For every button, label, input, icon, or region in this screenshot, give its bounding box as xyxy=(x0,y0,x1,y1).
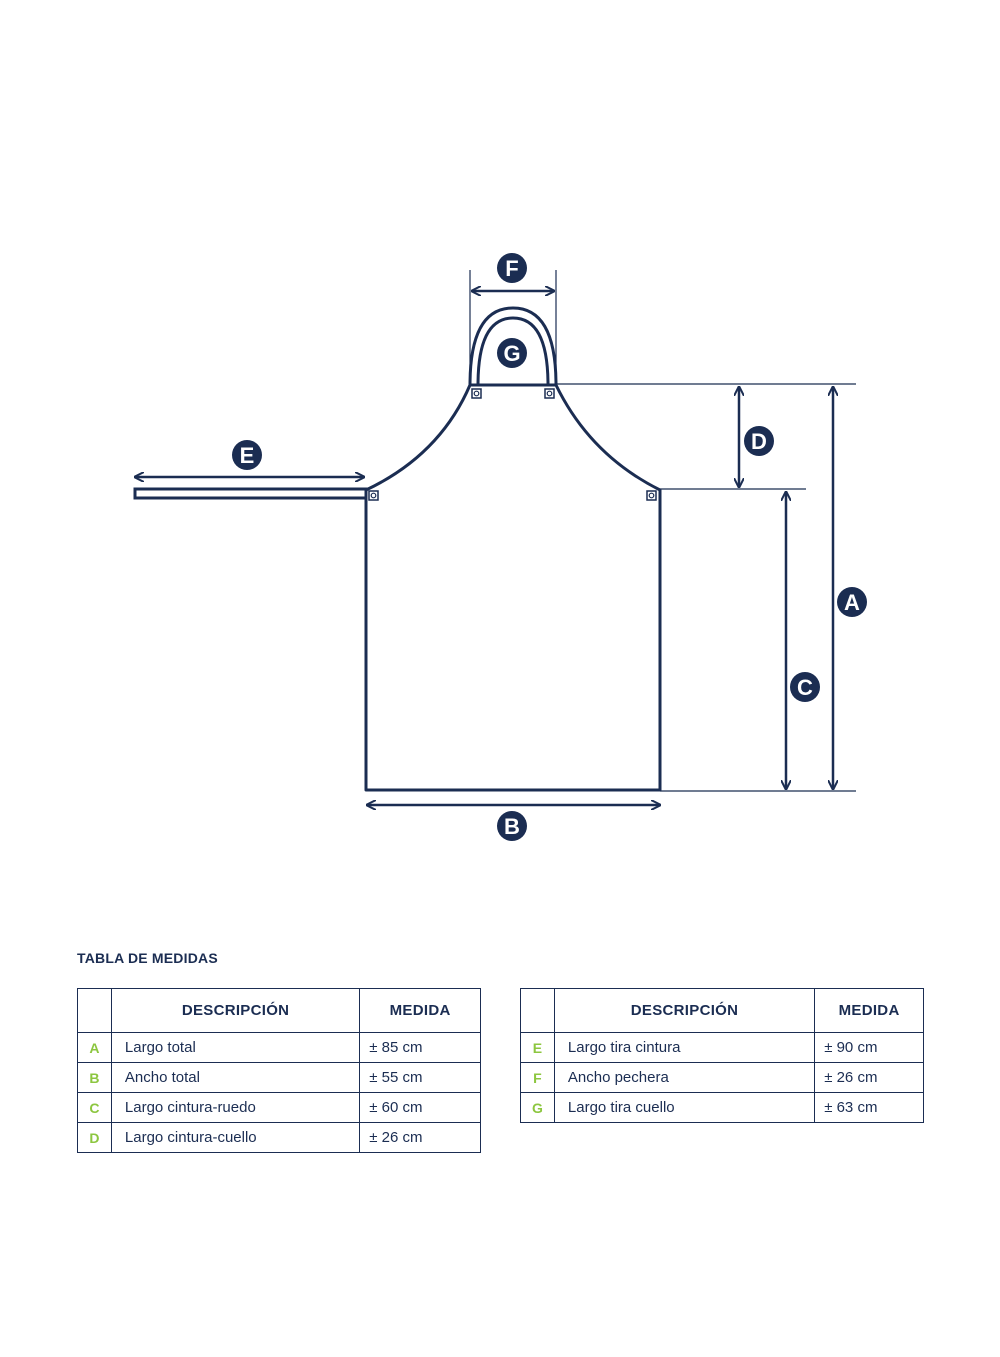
label-e-text: E xyxy=(240,443,255,468)
row-description: Largo total xyxy=(110,1032,361,1063)
row-measure: ± 85 cm xyxy=(359,1032,481,1063)
header-measure: MEDIDA xyxy=(359,988,481,1033)
table-title: TABLA DE MEDIDAS xyxy=(77,950,218,966)
row-description: Largo cintura-cuello xyxy=(110,1122,361,1153)
header-measure: MEDIDA xyxy=(814,988,924,1033)
measures-table-left: DESCRIPCIÓN MEDIDA A Largo total ± 85 cm… xyxy=(77,988,481,1153)
table-header-row: DESCRIPCIÓN MEDIDA xyxy=(520,988,924,1033)
row-measure: ± 63 cm xyxy=(814,1092,924,1123)
table-header-row: DESCRIPCIÓN MEDIDA xyxy=(77,988,481,1033)
header-description: DESCRIPCIÓN xyxy=(110,988,361,1033)
label-a: A xyxy=(837,587,867,617)
label-e: E xyxy=(232,440,262,470)
table-row: B Ancho total ± 55 cm xyxy=(77,1062,481,1093)
label-f: F xyxy=(497,253,527,283)
row-measure: ± 26 cm xyxy=(814,1062,924,1093)
header-code xyxy=(77,988,112,1033)
label-f-text: F xyxy=(505,256,518,281)
apron-outline xyxy=(364,383,662,792)
label-g-text: G xyxy=(503,341,520,366)
row-measure: ± 55 cm xyxy=(359,1062,481,1093)
extension-lines xyxy=(469,270,856,792)
row-description: Largo tira cintura xyxy=(553,1032,816,1063)
table-row: F Ancho pechera ± 26 cm xyxy=(520,1062,924,1093)
grommet-icon xyxy=(471,388,482,399)
table-row: G Largo tira cuello ± 63 cm xyxy=(520,1092,924,1123)
row-code: E xyxy=(520,1032,555,1063)
row-description: Ancho pechera xyxy=(553,1062,816,1093)
grommet-icon xyxy=(544,388,555,399)
row-description: Ancho total xyxy=(110,1062,361,1093)
table-row: E Largo tira cintura ± 90 cm xyxy=(520,1032,924,1063)
row-description: Largo cintura-ruedo xyxy=(110,1092,361,1123)
row-code: G xyxy=(520,1092,555,1123)
row-code: C xyxy=(77,1092,112,1123)
waist-strap xyxy=(133,487,368,500)
neck-strap-outer xyxy=(468,306,558,386)
measures-table-right: DESCRIPCIÓN MEDIDA E Largo tira cintura … xyxy=(520,988,924,1123)
row-code: A xyxy=(77,1032,112,1063)
header-code xyxy=(520,988,555,1033)
label-d-text: D xyxy=(751,429,767,454)
label-g: G xyxy=(497,338,527,368)
row-measure: ± 90 cm xyxy=(814,1032,924,1063)
neck-strap-inner xyxy=(476,316,550,386)
table-row: A Largo total ± 85 cm xyxy=(77,1032,481,1063)
label-d: D xyxy=(744,426,774,456)
label-c-text: C xyxy=(797,675,813,700)
row-measure: ± 60 cm xyxy=(359,1092,481,1123)
row-measure: ± 26 cm xyxy=(359,1122,481,1153)
row-code: B xyxy=(77,1062,112,1093)
row-description: Largo tira cuello xyxy=(553,1092,816,1123)
label-b-text: B xyxy=(504,814,520,839)
dimension-arrows xyxy=(135,291,833,805)
table-row: C Largo cintura-ruedo ± 60 cm xyxy=(77,1092,481,1123)
label-b: B xyxy=(497,811,527,841)
row-code: F xyxy=(520,1062,555,1093)
grommet-icon xyxy=(368,490,379,501)
apron-diagram: F G E D A C B xyxy=(133,253,867,841)
table-row: D Largo cintura-cuello ± 26 cm xyxy=(77,1122,481,1153)
row-code: D xyxy=(77,1122,112,1153)
label-a-text: A xyxy=(844,590,860,615)
grommet-icon xyxy=(646,490,657,501)
header-description: DESCRIPCIÓN xyxy=(553,988,816,1033)
label-c: C xyxy=(790,672,820,702)
